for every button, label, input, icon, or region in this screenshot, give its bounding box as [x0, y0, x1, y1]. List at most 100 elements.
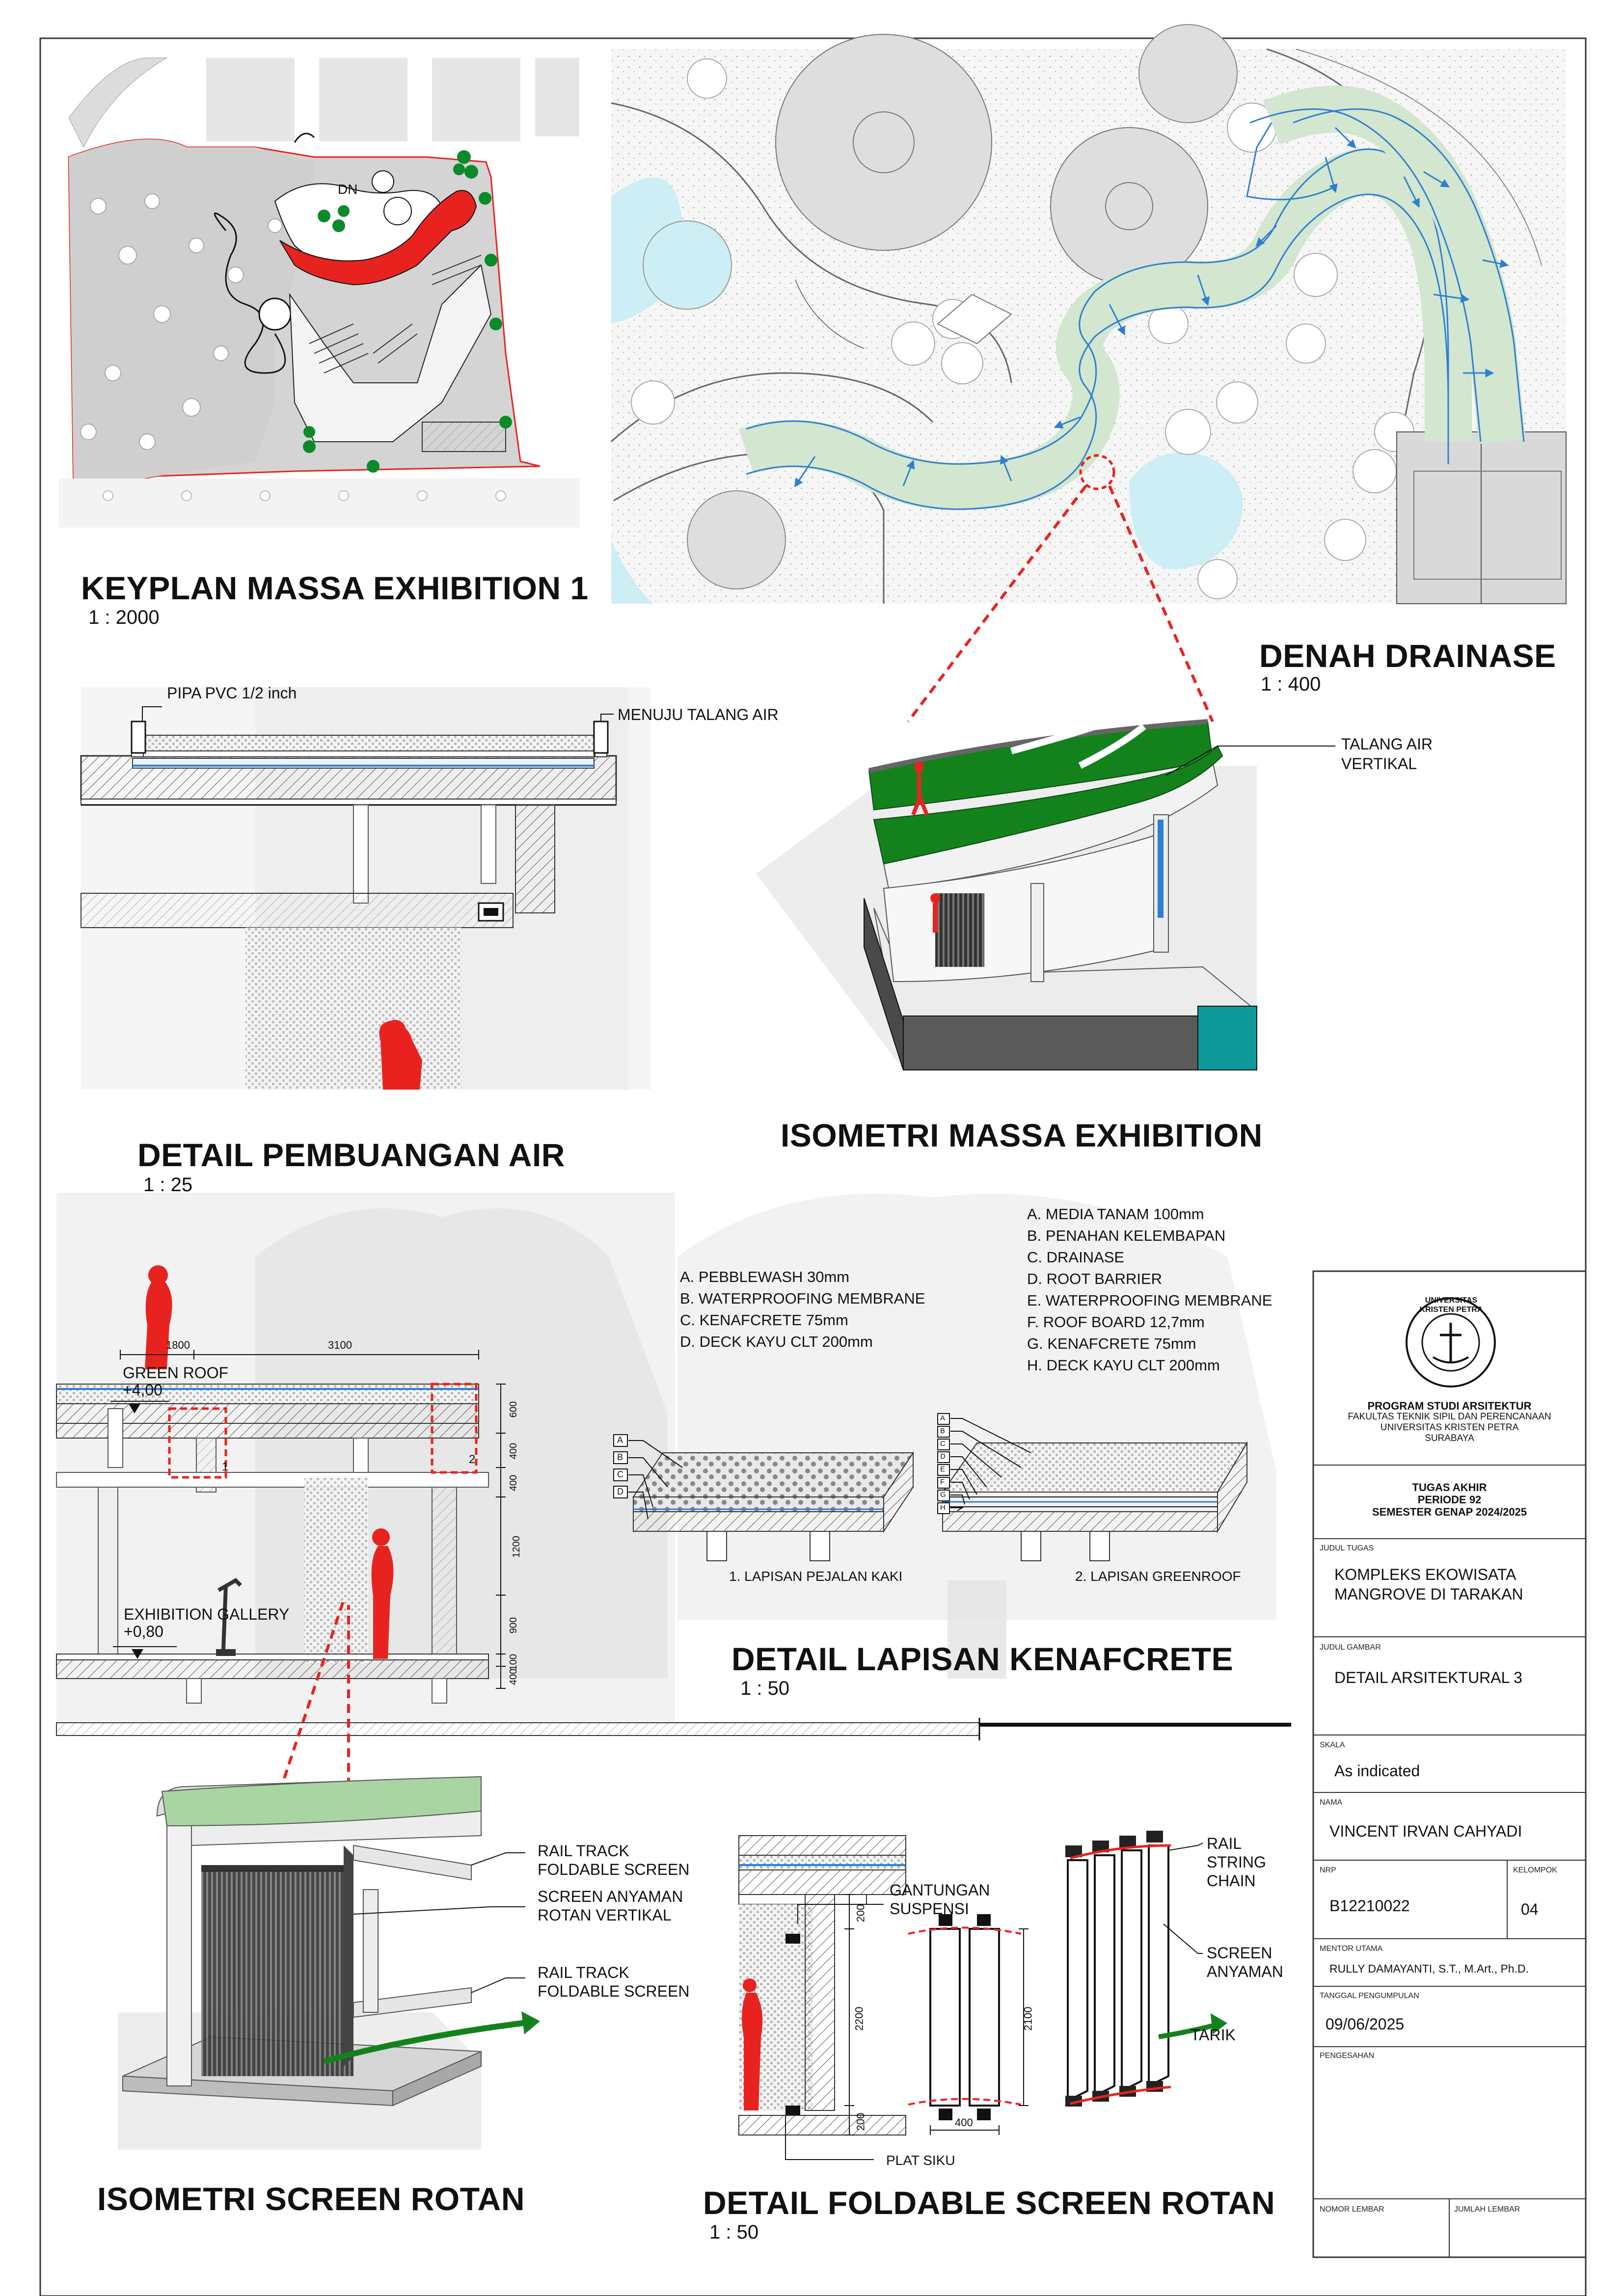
university-logo: [1406, 1297, 1496, 1388]
folded-screen: [1065, 1831, 1171, 2107]
foldable-drawing: [738, 1831, 1227, 2160]
label-talang-air-1: TALANG AIR: [1341, 735, 1433, 753]
tb-label-jumlah-lembar: JUMLAH LEMBAR: [1454, 2205, 1520, 2214]
tb-judul-gambar: DETAIL ARSITEKTURAL 3: [1334, 1669, 1522, 1686]
label-screen-anyaman-a: SCREEN ANYAMAN: [538, 1888, 683, 1905]
tb-label-mentor: MENTOR UTAMA: [1320, 1945, 1383, 1953]
callout-1: 1: [222, 1460, 229, 1473]
layer-letter-tag: F: [940, 1478, 945, 1486]
tb-kelompok: 04: [1521, 1900, 1539, 1918]
tb-semester: SEMESTER GENAP 2024/2025: [1372, 1506, 1527, 1518]
layer-letter-tag: G: [940, 1491, 946, 1499]
tb-judul-tugas-1: KOMPLEKS EKOWISATA: [1334, 1566, 1516, 1583]
label-rail-track-2b: FOLDABLE SCREEN: [538, 1982, 690, 2000]
tb-label-judul-tugas: JUDUL TUGAS: [1320, 1544, 1374, 1552]
list-greenroof: A. MEDIA TANAM 100mm B. PENAHAN KELEMBAPA…: [1027, 1203, 1272, 1376]
tb-kota: SURABAYA: [1425, 1433, 1474, 1443]
tb-judul-tugas-2: MANGROVE DI TARAKAN: [1334, 1585, 1523, 1603]
denah-drawing: [610, 24, 1567, 604]
tb-label-skala: SKALA: [1320, 1741, 1345, 1749]
label-tarik: TARIK: [1191, 2026, 1236, 2044]
layer-letter-tag: D: [940, 1452, 946, 1461]
sheet-border: [39, 37, 1587, 2296]
label-gantungan-a: GANTUNGAN: [890, 1881, 990, 1899]
level-gallery-value: +0,80: [124, 1623, 163, 1640]
tb-skala: As indicated: [1334, 1762, 1420, 1780]
level-gallery-name: EXHIBITION GALLERY: [124, 1605, 290, 1623]
greenroof-layer-item: H. DECK KAYU CLT 200mm: [1027, 1357, 1220, 1374]
pejalan-kaki-layer-item: A. PEBBLEWASH 30mm: [680, 1268, 850, 1285]
label-menuju-talang: MENUJU TALANG AIR: [618, 706, 779, 723]
label-screen-a: SCREEN: [1207, 1944, 1272, 1962]
pembuangan-title: DETAIL PEMBUANGAN AIR: [137, 1137, 565, 1173]
dim-3100: 3100: [328, 1339, 352, 1351]
lapisan-drawing: [613, 1413, 1248, 1561]
lapisan-title: DETAIL LAPISAN KENAFCRETE: [731, 1641, 1234, 1677]
tb-nrp: B12210022: [1329, 1897, 1410, 1915]
layer-letter-tag: H: [940, 1503, 946, 1512]
vertical-dimension: 900: [508, 1617, 519, 1634]
tb-label-kelompok: KELOMPOK: [1513, 1866, 1557, 1874]
label-plat-siku: PLAT SIKU: [886, 2153, 955, 2168]
label-rail-b: STRING: [1207, 1853, 1266, 1871]
isometri-massa-title: ISOMETRI MASSA EXHIBITION: [781, 1117, 1263, 1153]
leader-left: [907, 485, 1087, 722]
label-talang-air-2: VERTIKAL: [1341, 755, 1417, 773]
tb-label-nrp: NRP: [1320, 1866, 1336, 1874]
tb-label-pengesahan: PENGESAHAN: [1320, 2052, 1375, 2060]
tb-periode: PERIODE 92: [1417, 1494, 1482, 1506]
vertical-dimension: 400: [508, 1474, 519, 1492]
pejalan-kaki-layer-item: D. DECK KAYU CLT 200mm: [680, 1333, 873, 1350]
label-screen-b: ANYAMAN: [1207, 1963, 1283, 1980]
pembuangan-scale: 1 : 25: [143, 1174, 193, 1196]
label-rail-track-2a: RAIL TRACK: [538, 1964, 629, 1981]
dim-200-bottom: 200: [854, 2112, 867, 2131]
label-rail-track-1a: RAIL TRACK: [538, 1842, 629, 1860]
greenroof-layer-item: B. PENAHAN KELEMBAPAN: [1027, 1227, 1226, 1244]
tb-label-nomor-lembar: NOMOR LEMBAR: [1320, 2205, 1384, 2214]
isometri-screen-drawing: [118, 1776, 540, 2150]
dim-2200: 2200: [853, 2006, 866, 2031]
tb-mentor: RULLY DAMAYANTI, S.T., M.Art., Ph.D.: [1329, 1962, 1529, 1975]
vertical-dimension: 400: [508, 1668, 519, 1685]
tb-tanggal: 09/06/2025: [1326, 2015, 1405, 2033]
vertical-dimension: 100: [508, 1654, 519, 1671]
label-gantungan-b: SUSPENSI: [890, 1900, 969, 1918]
keyplan-scale: 1 : 2000: [88, 607, 160, 628]
layer-letter-tag: C: [617, 1469, 623, 1479]
label-screen-anyaman-b: ROTAN VERTIKAL: [538, 1906, 672, 1924]
pejalan-kaki-layer-item: B. WATERPROOFING MEMBRANE: [680, 1290, 925, 1307]
logo-text: UNIVERSITAS KRISTEN PETRA: [1419, 1296, 1483, 1314]
callout-2: 2: [469, 1453, 476, 1466]
layer-letter-tag: B: [940, 1427, 946, 1435]
pejalan-kaki-layer-item: C. KENAFCRETE 75mm: [680, 1311, 848, 1329]
tb-fakultas: FAKULTAS TEKNIK SIPIL DAN PERENCANAAN: [1348, 1412, 1551, 1422]
dim-2100: 2100: [1022, 2006, 1034, 2031]
level-green-roof-value: +4,00: [123, 1381, 162, 1399]
pembuangan-drawing: [80, 687, 650, 1090]
list-pejalan-kaki: A. PEBBLEWASH 30mm B. WATERPROOFING MEMBR…: [680, 1266, 925, 1353]
foldable-scale: 1 : 50: [709, 2221, 759, 2243]
keyplan-title: KEYPLAN MASSA EXHIBITION 1: [81, 570, 589, 606]
vertical-dimension: 400: [508, 1442, 519, 1460]
dim-1800: 1800: [166, 1339, 190, 1351]
layer-letter-tag: A: [940, 1414, 946, 1422]
caption-lapisan-1: 1. LAPISAN PEJALAN KAKI: [729, 1569, 903, 1584]
caption-lapisan-2: 2. LAPISAN GREENROOF: [1075, 1569, 1241, 1584]
vertical-dimension: 1200: [511, 1536, 522, 1558]
isometri-massa-drawing: [756, 719, 1335, 1070]
tb-prodi: PROGRAM STUDI ARSITEKTUR: [1367, 1400, 1532, 1412]
keyplan-drawing: [59, 57, 579, 529]
foldable-title: DETAIL FOLDABLE SCREEN ROTAN: [703, 2185, 1275, 2221]
layer-letter-tag: E: [940, 1465, 946, 1473]
label-rail-a: RAIL: [1207, 1835, 1242, 1852]
denah-title: DENAH DRAINASE: [1259, 638, 1556, 674]
vertical-dimension: 600: [508, 1401, 519, 1418]
denah-scale: 1 : 400: [1261, 673, 1321, 695]
keyplan-dn-label: DN: [338, 182, 358, 197]
greenroof-layer-item: A. MEDIA TANAM 100mm: [1027, 1205, 1204, 1223]
greenroof-layer-item: C. DRAINASE: [1027, 1249, 1125, 1266]
greenroof-layer-item: F. ROOF BOARD 12,7mm: [1027, 1313, 1205, 1331]
